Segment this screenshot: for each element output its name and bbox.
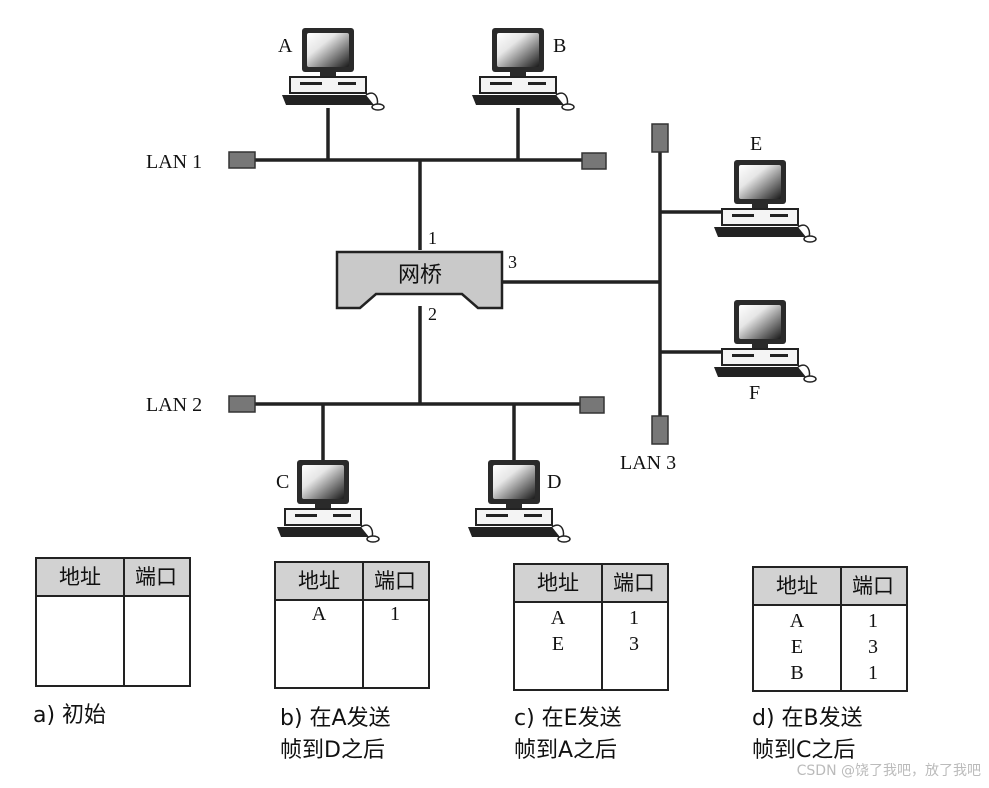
caption-a: a) 初始: [33, 703, 107, 728]
lan3-label: LAN 3: [620, 452, 676, 474]
header-port: 端口: [135, 565, 177, 589]
caption-c: c) 在E发送 帧到A之后: [514, 706, 622, 763]
host-label-e: E: [750, 133, 762, 155]
table-header: 地址 端口: [515, 565, 667, 603]
lan2-label: LAN 2: [146, 394, 202, 416]
header-address: 地址: [59, 565, 101, 589]
table-header: 地址 端口: [754, 568, 906, 606]
table-header: 地址 端口: [276, 563, 428, 601]
caption-d: d) 在B发送 帧到C之后: [752, 706, 863, 763]
lan3-segment: [651, 123, 722, 445]
header-port: 端口: [374, 569, 416, 593]
header-address: 地址: [537, 571, 579, 595]
host-label-b: B: [553, 35, 566, 57]
bridge-port-1: 1: [428, 228, 437, 248]
bridge-port-3: 3: [508, 252, 517, 272]
bridge: 网桥: [335, 250, 504, 310]
header-address: 地址: [298, 569, 340, 593]
bridge-label: 网桥: [398, 263, 442, 288]
host-label-f: F: [749, 382, 760, 404]
computer-e-icon: [713, 159, 817, 243]
header-port: 端口: [613, 571, 655, 595]
lan1-segment: [228, 108, 607, 170]
table-header: 地址 端口: [37, 559, 189, 597]
lan3-bottom-terminator: [651, 415, 669, 445]
lan1-right-terminator: [581, 152, 607, 170]
header-address: 地址: [776, 574, 818, 598]
watermark: CSDN @饶了我吧，放了我吧: [796, 763, 981, 779]
table-initial: 地址 端口: [35, 557, 191, 687]
lan2-left-terminator: [228, 395, 256, 413]
lan2-right-terminator: [579, 396, 605, 414]
computer-f-icon: [713, 299, 817, 383]
header-port: 端口: [852, 574, 894, 598]
host-label-d: D: [547, 471, 561, 493]
lan3-top-terminator: [651, 123, 669, 153]
lan2-segment: [228, 395, 605, 462]
lan1-label: LAN 1: [146, 151, 202, 173]
host-label-a: A: [278, 35, 293, 57]
lan1-left-terminator: [228, 151, 256, 169]
computer-c-icon: [276, 459, 380, 543]
computer-a-icon: [281, 27, 385, 111]
host-label-c: C: [276, 471, 289, 493]
bridge-port-2: 2: [428, 304, 437, 324]
caption-b: b) 在A发送 帧到D之后: [280, 706, 391, 763]
